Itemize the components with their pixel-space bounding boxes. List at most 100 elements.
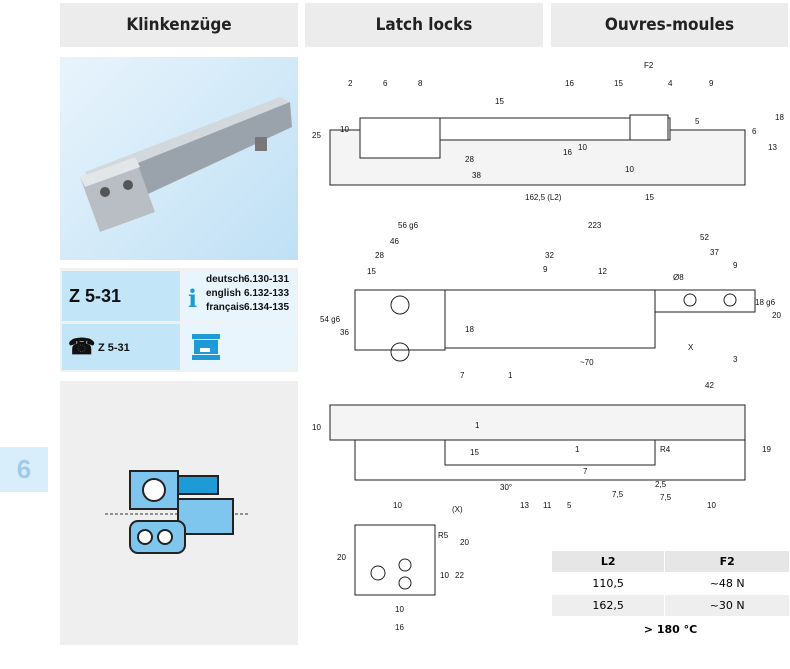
callout: 15 (614, 79, 623, 88)
dimension-label: 36 (340, 328, 349, 337)
cell-f2: ~30 N (664, 594, 790, 617)
dimension-label: 10 (440, 571, 449, 580)
cell-l2: 162,5 (550, 594, 666, 617)
dimension-label: 18 (465, 325, 474, 334)
dimension-label: 20 (460, 538, 469, 547)
product-code: Z 5-31 (62, 271, 180, 321)
dimension-label: 10 (707, 501, 716, 510)
dims-middle: 56 g6 46 28 15 223 32 9 12 52 37 9 18 g6… (320, 221, 781, 380)
dimension-label: 12 (598, 267, 607, 276)
dim: 16 (563, 148, 572, 157)
latch-lock-photo (80, 97, 292, 232)
dimension-label: (X) (452, 505, 463, 514)
dimension-label: 20 (772, 311, 781, 320)
dimension-label: 22 (455, 571, 464, 580)
product-code-text: Z 5-31 (69, 286, 122, 306)
table-row: 110,5~48 N (550, 572, 790, 595)
dimension-label: X (688, 343, 694, 352)
dimension-label: 18 g6 (755, 298, 776, 307)
dimension-label: 54 g6 (320, 315, 341, 324)
dimension-label: 7 (583, 467, 588, 476)
callout: 16 (565, 79, 574, 88)
cell-l2: 110,5 (550, 572, 666, 595)
dimension-label: 10 (312, 423, 321, 432)
dimension-label: ~70 (580, 358, 594, 367)
dimension-label: 32 (545, 251, 554, 260)
dim: 162,5 (L2) (525, 193, 562, 202)
dimension-label: 15 (470, 448, 479, 457)
dim: 10 (578, 143, 587, 152)
dimension-label: 46 (390, 237, 399, 246)
dimension-label: R5 (438, 531, 449, 540)
dimension-label: 16 (395, 623, 404, 632)
dimension-label: 37 (710, 248, 719, 257)
dimension-label: 19 (762, 445, 771, 454)
dimension-label: 10 (395, 605, 404, 614)
info-icon: i (188, 284, 198, 313)
dimension-label: 2,5 (655, 480, 667, 489)
dim: 13 (768, 143, 777, 152)
dimension-label: 6.130-131 (244, 274, 290, 285)
header-english: Latch locks (305, 3, 543, 47)
dimension-label: 11 (543, 501, 552, 510)
dimension-label: 56 g6 (398, 221, 419, 230)
dimension-label: 1 (475, 421, 480, 430)
header-german: Klinkenzüge (60, 3, 298, 47)
col-f2: F2 (664, 550, 790, 573)
dimension-label: 3 (733, 355, 738, 364)
telephone-icon: ☎ (68, 334, 96, 359)
dimension-label: 30° (500, 483, 512, 492)
dimension-label: 5 (567, 501, 572, 510)
header-french: Ouvres-moules (551, 3, 788, 47)
callout: 4 (668, 79, 673, 88)
dim: 5 (695, 117, 700, 126)
col-l2: L2 (550, 550, 666, 573)
dim: 15 (495, 97, 504, 106)
dimension-label: 7,5 (660, 493, 672, 502)
callout: 6 (383, 79, 388, 88)
schematic-symbol (60, 381, 298, 645)
dimension-label: 7 (460, 371, 465, 380)
dimension-label: 42 (705, 381, 714, 390)
dimension-label: 9 (543, 265, 548, 274)
dimension-label: 15 (367, 267, 376, 276)
chapter-tab[interactable]: 6 (0, 447, 48, 492)
dim: 10 (340, 125, 349, 134)
dimension-label: 1 (575, 445, 580, 454)
product-photo (60, 57, 298, 260)
order-info: ☎ Z 5-31 (62, 324, 180, 370)
dimension-label: 6.134-135 (244, 302, 290, 313)
dim: 10 (625, 165, 634, 174)
order-code: Z 5-31 (98, 342, 130, 354)
dimension-label: 13 (520, 501, 529, 510)
ref-francais[interactable]: français6.134-135 (206, 301, 289, 315)
dimension-label: 20 (337, 553, 346, 562)
dim: 18 (775, 113, 784, 122)
mold-icon-cell (182, 324, 296, 370)
callout: 9 (709, 79, 714, 88)
callouts-top: 2 6 8 16 15 4 9 F2 25 10 15 28 38 162,5 … (312, 61, 784, 202)
dimension-label: 223 (588, 221, 602, 230)
dimension-label: Ø8 (673, 273, 684, 282)
table-row: 162,5~30 N (550, 594, 790, 617)
dimension-label: 6.132-133 (244, 288, 290, 299)
force-label: F2 (644, 61, 654, 70)
ref-deutsch[interactable]: deutsch6.130-131 (206, 273, 289, 287)
callout: 8 (418, 79, 423, 88)
dims-detail: (X) 10 R5 20 20 10 22 10 16 (337, 501, 469, 632)
latch-schematic-icon (105, 470, 250, 554)
dim: 38 (472, 171, 481, 180)
dims-bottom: 10 1 15 1 R4 42 19 30° 7 7,5 2,5 7,5 13 … (312, 381, 771, 510)
dimension-label: 9 (733, 261, 738, 270)
dimension-label: 28 (375, 251, 384, 260)
dim: 15 (645, 193, 654, 202)
dimension-label: 1 (508, 371, 513, 380)
dimension-label: deutsch (206, 274, 245, 285)
cell-f2: ~48 N (664, 572, 790, 595)
dim: 25 (312, 131, 321, 140)
